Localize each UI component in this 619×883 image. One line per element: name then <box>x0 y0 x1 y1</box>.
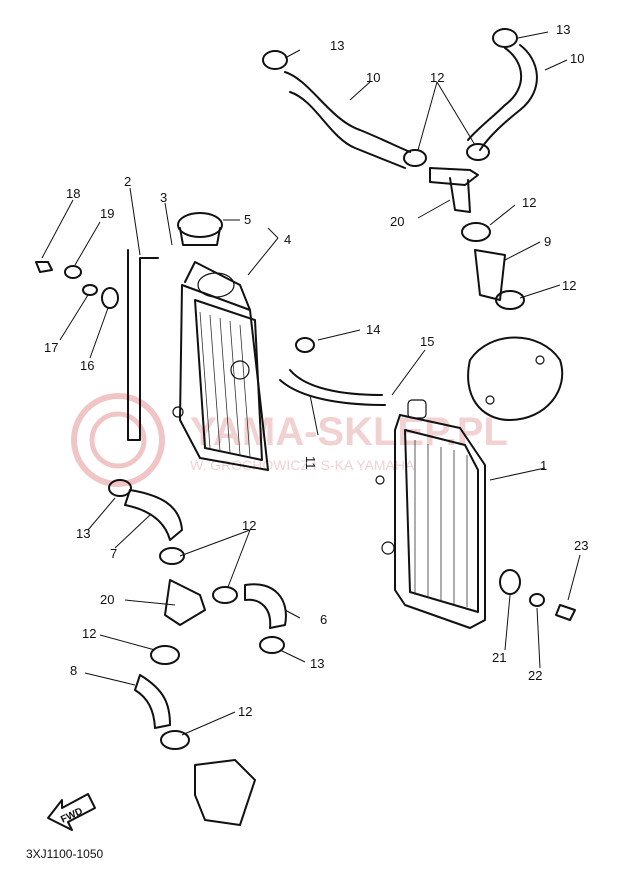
callout-10: 10 <box>570 51 584 66</box>
left-radiator <box>172 261 269 471</box>
callout-4: 4 <box>284 232 291 247</box>
callout-18: 18 <box>66 186 80 201</box>
callout-5: 5 <box>244 212 251 227</box>
watermark: YAMA-SKLEP.PL W. GROCHOWICZ I S-KA YAMAH… <box>71 393 508 487</box>
right-radiator <box>375 399 486 629</box>
callout-13: 13 <box>76 526 90 541</box>
fwd-label: FWD <box>59 806 84 826</box>
breather-and-bolts <box>35 249 576 621</box>
callout-3: 3 <box>160 190 167 205</box>
callout-6: 6 <box>320 612 327 627</box>
callout-20: 20 <box>390 214 404 229</box>
water-pump-covers <box>194 336 564 826</box>
upper-hoses <box>284 44 538 301</box>
fwd-arrow-icon: FWD <box>47 793 96 831</box>
callout-1: 1 <box>540 458 547 473</box>
callout-numbers: 13 13 10 10 12 12 12 20 9 2 3 5 4 18 19 … <box>44 22 588 719</box>
diagram-code: 3XJ1100-1050 <box>26 847 104 861</box>
leader-lines <box>41 31 581 736</box>
callout-9: 9 <box>544 234 551 249</box>
callout-7: 7 <box>110 546 117 561</box>
watermark-logo-inner <box>89 411 147 469</box>
callout-19: 19 <box>100 206 114 221</box>
callout-2: 2 <box>124 174 131 189</box>
callout-21: 21 <box>492 650 506 665</box>
callout-14: 14 <box>366 322 380 337</box>
watermark-subtitle: W. GROCHOWICZ I S-KA YAMAHA <box>190 457 415 473</box>
lower-hoses <box>124 489 287 729</box>
callout-13: 13 <box>310 656 324 671</box>
callout-12: 12 <box>242 518 256 533</box>
callout-20: 20 <box>100 592 114 607</box>
radiator-cap <box>177 212 223 246</box>
callout-23: 23 <box>574 538 588 553</box>
callout-12: 12 <box>82 626 96 641</box>
callout-10: 10 <box>366 70 380 85</box>
callout-12: 12 <box>430 70 444 85</box>
callout-13: 13 <box>556 22 570 37</box>
callout-16: 16 <box>80 358 94 373</box>
clamps <box>108 28 525 750</box>
watermark-title: YAMA-SKLEP.PL <box>190 410 508 454</box>
callout-12: 12 <box>238 704 252 719</box>
callout-12: 12 <box>562 278 576 293</box>
watermark-logo <box>71 393 165 487</box>
callout-8: 8 <box>70 663 77 678</box>
callout-22: 22 <box>528 668 542 683</box>
callout-13: 13 <box>330 38 344 53</box>
callout-15: 15 <box>420 334 434 349</box>
callout-11: 11 <box>303 456 318 470</box>
callout-12: 12 <box>522 195 536 210</box>
callout-17: 17 <box>44 340 58 355</box>
